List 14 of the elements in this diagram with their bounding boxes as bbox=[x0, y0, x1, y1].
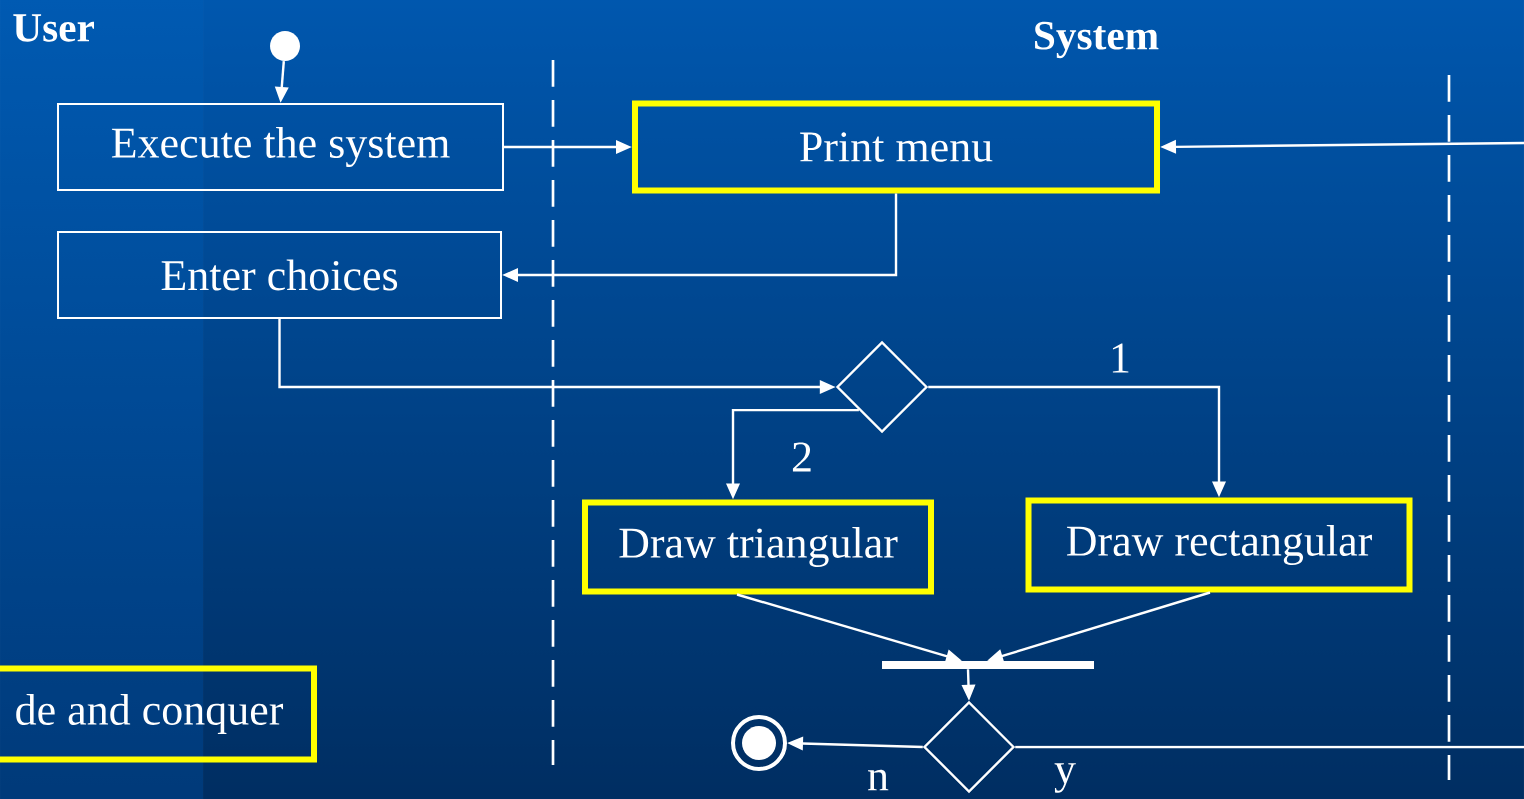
activity-box: Execute the system bbox=[57, 103, 504, 191]
edge-label: 1 bbox=[1112, 343, 1129, 373]
lane-title: System bbox=[1035, 21, 1159, 59]
edge-label: n bbox=[868, 769, 889, 791]
lane-title: User bbox=[13, 14, 94, 42]
activity-box: Draw rectangular bbox=[1025, 497, 1413, 593]
edge-label: y bbox=[1054, 763, 1076, 793]
end-marker bbox=[731, 715, 787, 771]
activity-box: Enter choices bbox=[57, 231, 502, 319]
activity-box: Print menu bbox=[632, 100, 1160, 194]
edge-label: 2 bbox=[792, 442, 811, 472]
activity-box: de and conquer bbox=[0, 665, 317, 763]
start-dot bbox=[270, 31, 300, 61]
activity-box: Draw triangular bbox=[582, 499, 934, 595]
